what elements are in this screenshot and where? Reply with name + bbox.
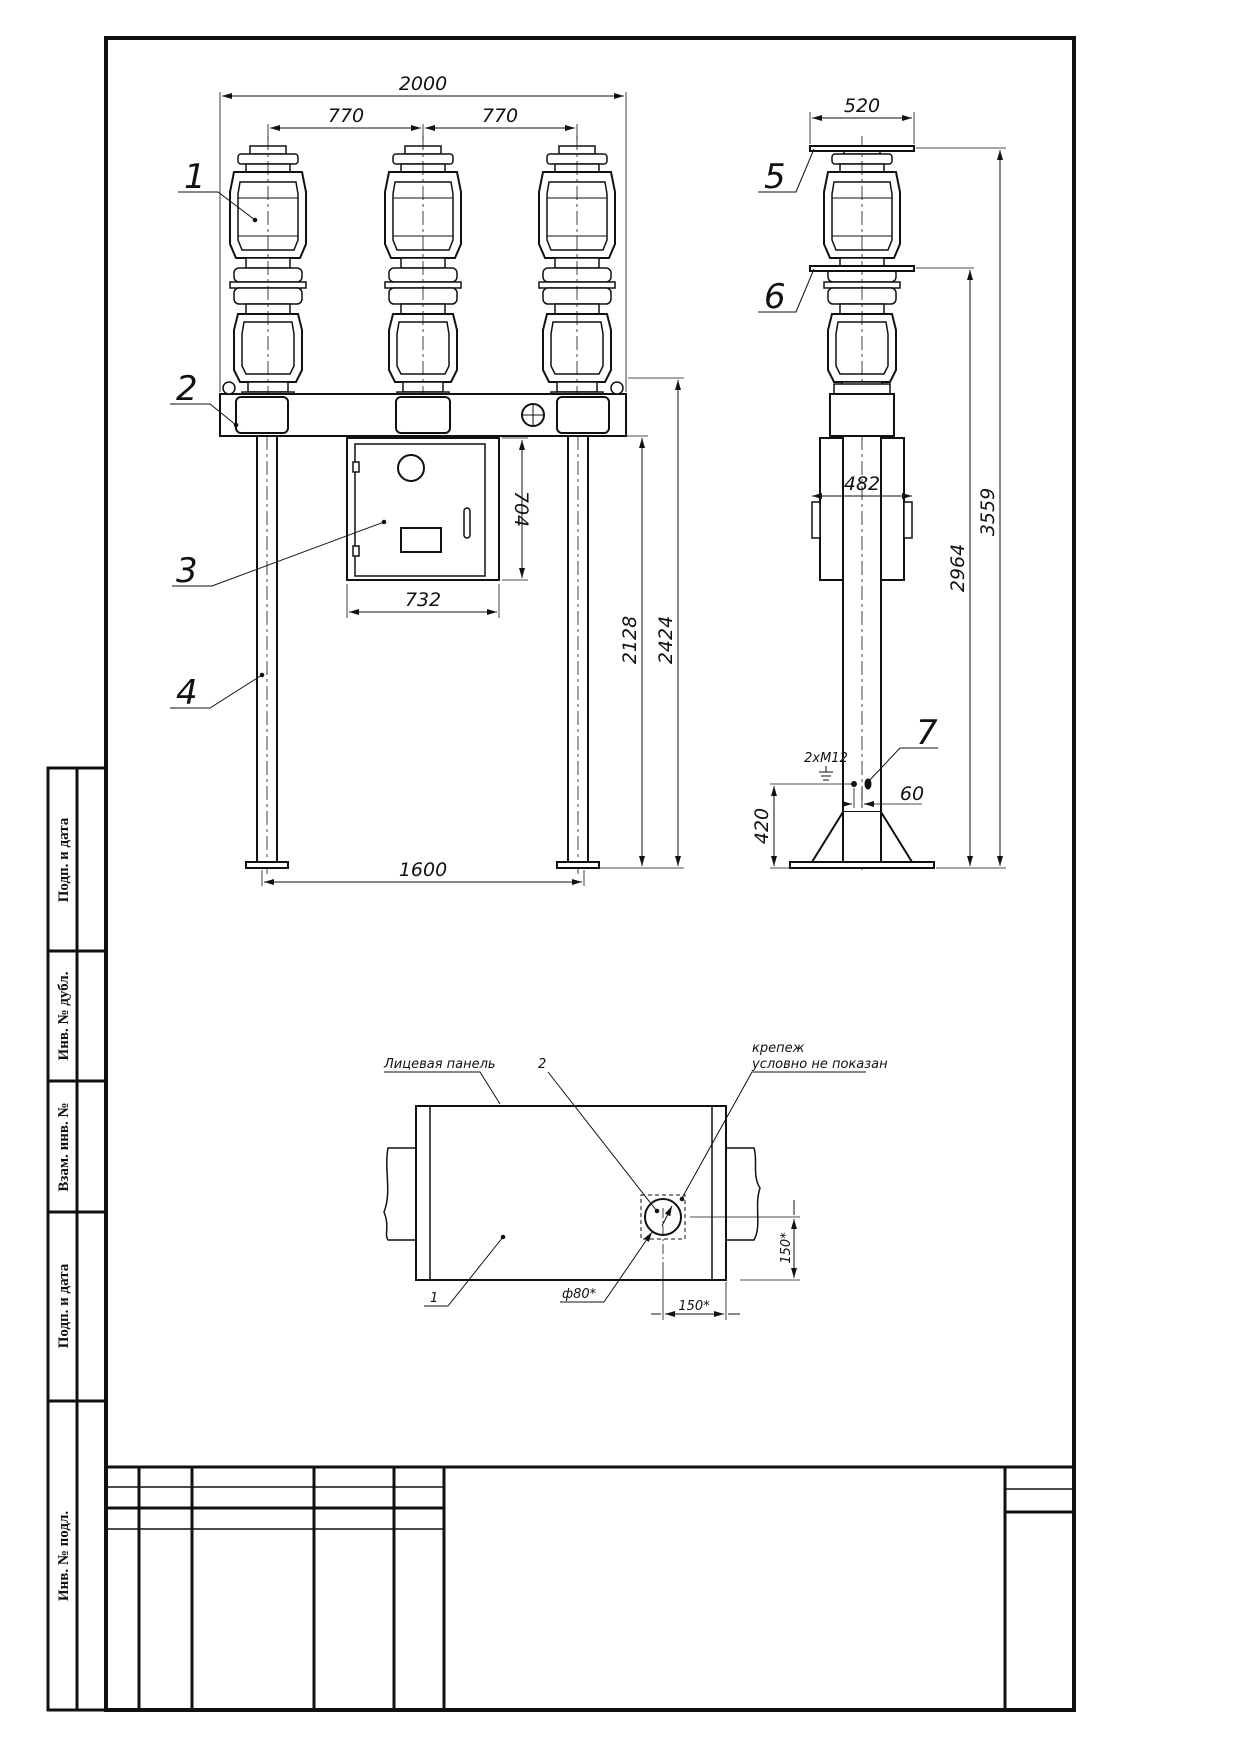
mid-plate xyxy=(809,265,915,272)
position-5: 5 xyxy=(764,157,786,197)
insulator-center xyxy=(384,135,462,407)
cabinet-plan xyxy=(415,1105,727,1281)
insulator-left xyxy=(229,135,307,407)
position-3: 3 xyxy=(176,551,198,591)
dim-phase-spacing-left: 770 xyxy=(328,105,364,127)
dim-hole-diameter: ф80* xyxy=(562,1287,597,1302)
front-view xyxy=(170,92,684,886)
label-fastener-line1: крепеж xyxy=(752,1041,805,1056)
position-1: 1 xyxy=(184,157,206,197)
dim-hole-offset-x: 150* xyxy=(678,1299,710,1314)
dim-cabinet-width: 732 xyxy=(405,589,441,611)
stamp-cell-sign-date-2: Подп. и дата xyxy=(56,1263,72,1348)
dim-ground-height: 420 xyxy=(751,808,773,844)
plan-view xyxy=(383,1071,866,1320)
dim-cabinet-height: 704 xyxy=(510,491,532,527)
side-view xyxy=(758,112,1006,870)
stamp-cell-sign-date-1: Подп. и дата xyxy=(56,817,72,902)
dim-overall-width: 2000 xyxy=(399,73,447,95)
dim-cabinet-depth: 482 xyxy=(844,473,880,495)
dim-top-plate: 520 xyxy=(844,95,880,117)
dim-total-height-front: 2424 xyxy=(655,616,677,664)
dim-hole-offset-y: 150* xyxy=(779,1232,794,1264)
leg-right xyxy=(567,435,589,867)
position-2: 2 xyxy=(176,369,198,409)
stamp-cell-orig-inv: Инв. № подл. xyxy=(56,1511,72,1601)
position-4: 4 xyxy=(176,673,198,713)
stamp-cell-dup-inv: Инв. № дубл. xyxy=(56,971,72,1060)
position-7: 7 xyxy=(916,713,938,753)
side-stamp: Подп. и дата Инв. № дубл. Взам. инв. № П… xyxy=(46,766,108,1712)
label-front-panel: Лицевая панель xyxy=(383,1057,496,1072)
insulator-right xyxy=(538,135,616,407)
dim-frame-height: 2128 xyxy=(619,616,641,664)
dim-mid-height: 2964 xyxy=(947,544,969,592)
dim-leg-spacing: 1600 xyxy=(399,859,447,881)
dim-phase-spacing-right: 770 xyxy=(482,105,518,127)
ground-bolt-label: 2хМ12 xyxy=(804,751,848,766)
stamp-cell-replace-inv: Взам. инв. № xyxy=(56,1102,72,1191)
label-fastener-line2: условно не показан xyxy=(751,1057,888,1072)
plan-position-1: 1 xyxy=(430,1291,438,1306)
dim-total-height-side: 3559 xyxy=(977,488,999,536)
leg-left xyxy=(256,435,278,867)
top-plate xyxy=(809,145,915,152)
position-6: 6 xyxy=(764,277,786,317)
dim-ground-offset: 60 xyxy=(900,783,924,805)
plan-position-2: 2 xyxy=(538,1057,546,1072)
